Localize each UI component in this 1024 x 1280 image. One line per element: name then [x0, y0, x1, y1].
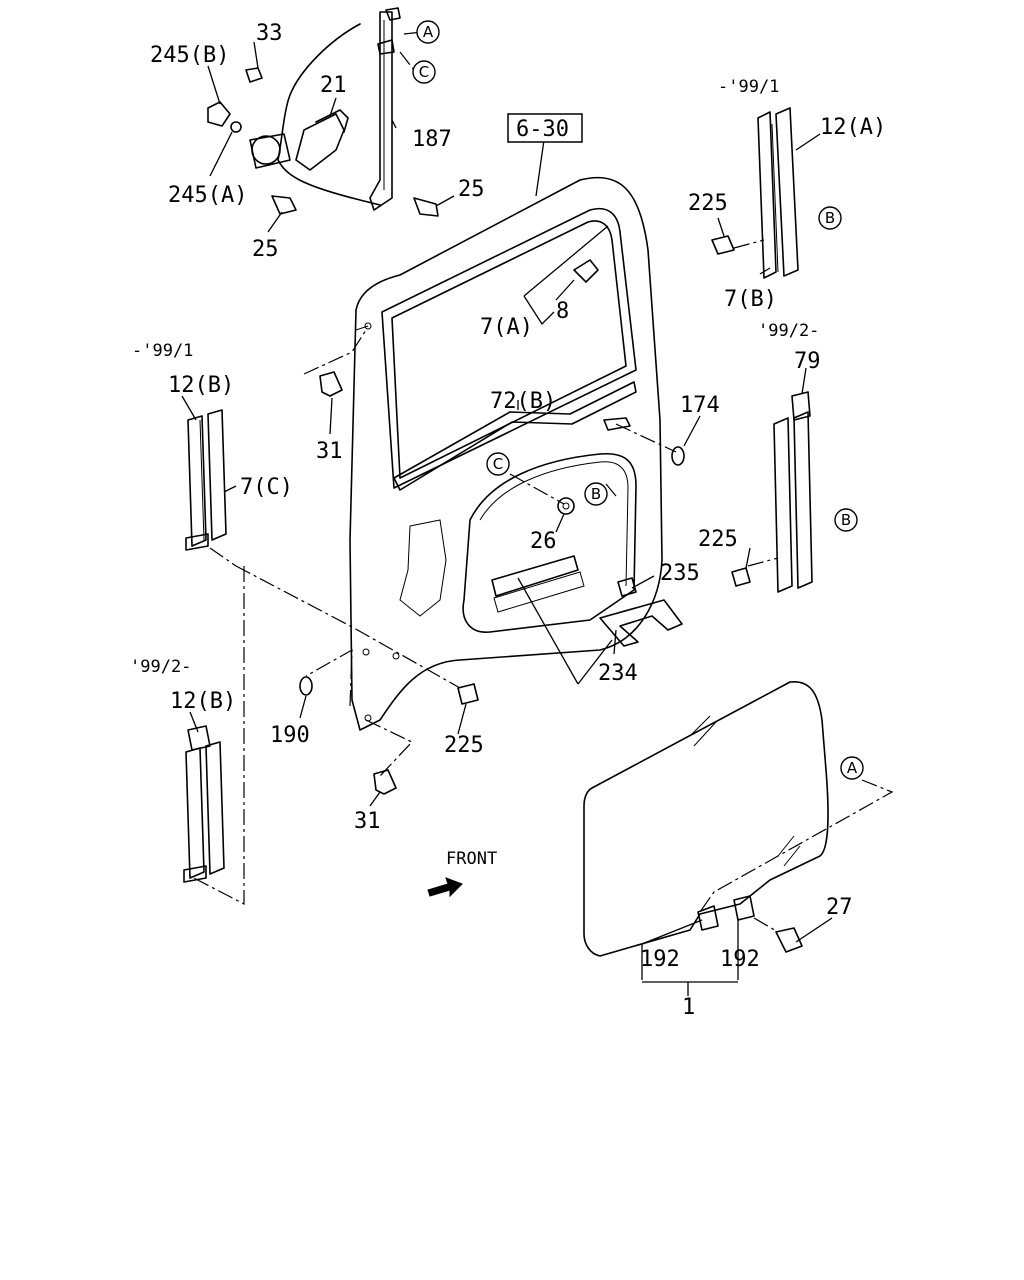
svg-text:B: B [825, 209, 835, 227]
svg-text:A: A [847, 759, 858, 777]
label-12b-bottom: 12(B) [170, 689, 236, 714]
date-code-mid-right: '99/2- [758, 321, 819, 341]
reference-box-6-30: 6-30 [507, 113, 583, 143]
part-labels: 245(B) 33 21 187 245(A) 25 25 7(A) 8 72(… [150, 21, 886, 1020]
label-7b: 7(B) [724, 287, 777, 312]
label-12a: 12(A) [820, 115, 886, 140]
label-33: 33 [256, 21, 283, 46]
callout-b-top-right: B [818, 206, 842, 230]
label-72b: 72(B) [490, 389, 556, 414]
label-174: 174 [680, 393, 720, 418]
channel-12b-top [185, 409, 227, 551]
label-245a: 245(A) [168, 183, 247, 208]
label-31-bottom: 31 [354, 809, 381, 834]
label-27: 27 [826, 895, 853, 920]
callout-b-panel: B [584, 482, 608, 506]
label-225-bottom: 225 [444, 733, 484, 758]
label-225-top: 225 [688, 191, 728, 216]
date-code-top-right: -'99/1 [718, 77, 779, 97]
svg-text:C: C [419, 63, 429, 81]
leader-lines [181, 41, 833, 996]
label-12b-top: 12(B) [168, 373, 234, 398]
nut-26 [557, 497, 575, 515]
svg-text:6-30: 6-30 [516, 117, 569, 142]
svg-text:A: A [423, 23, 434, 41]
label-front: FRONT [446, 849, 497, 869]
label-187: 187 [412, 127, 452, 152]
label-79: 79 [794, 349, 821, 374]
bolt-225-bottom [457, 683, 479, 705]
grommet-31-top [319, 371, 343, 397]
bracket-234 [599, 599, 683, 647]
plug-190 [299, 676, 313, 696]
label-235: 235 [660, 561, 700, 586]
bolt-235 [617, 577, 637, 597]
callout-a-glass: A [840, 756, 864, 780]
grommet-31-bottom [373, 769, 397, 795]
callout-a-top: A [416, 20, 440, 44]
svg-text:B: B [841, 511, 851, 529]
label-8: 8 [556, 299, 569, 324]
callout-c-panel: C [486, 452, 510, 476]
channel-12b-bottom [183, 725, 225, 883]
label-7c: 7(C) [240, 475, 293, 500]
label-192-right: 192 [720, 947, 760, 972]
front-arrow-icon [427, 877, 463, 898]
date-code-left-bottom: '99/2- [130, 657, 191, 677]
label-31-top: 31 [316, 439, 343, 464]
plug-174 [671, 446, 685, 466]
svg-text:C: C [493, 455, 503, 473]
label-1: 1 [682, 995, 695, 1020]
label-26: 26 [530, 529, 557, 554]
date-code-left-top: -'99/1 [132, 341, 193, 361]
channel-79-assembly [731, 391, 813, 593]
reference-lines [189, 31, 894, 933]
date-codes: -'99/1 '99/2- -'99/1 '99/2- [130, 77, 819, 677]
label-7a: 7(A) [480, 315, 533, 340]
label-245b: 245(B) [150, 43, 229, 68]
label-25-left: 25 [252, 237, 279, 262]
label-192-left: 192 [640, 947, 680, 972]
label-25-right: 25 [458, 177, 485, 202]
label-234: 234 [598, 661, 638, 686]
window-regulator-assembly [207, 7, 439, 217]
channel-12a-assembly [711, 107, 799, 279]
label-225-mid: 225 [698, 527, 738, 552]
callout-b-mid-right: B [834, 508, 858, 532]
label-190: 190 [270, 723, 310, 748]
label-21: 21 [320, 73, 347, 98]
svg-text:B: B [591, 485, 601, 503]
callout-c-top: C [412, 60, 436, 84]
door-panel [349, 176, 663, 731]
door-glass [583, 681, 829, 957]
